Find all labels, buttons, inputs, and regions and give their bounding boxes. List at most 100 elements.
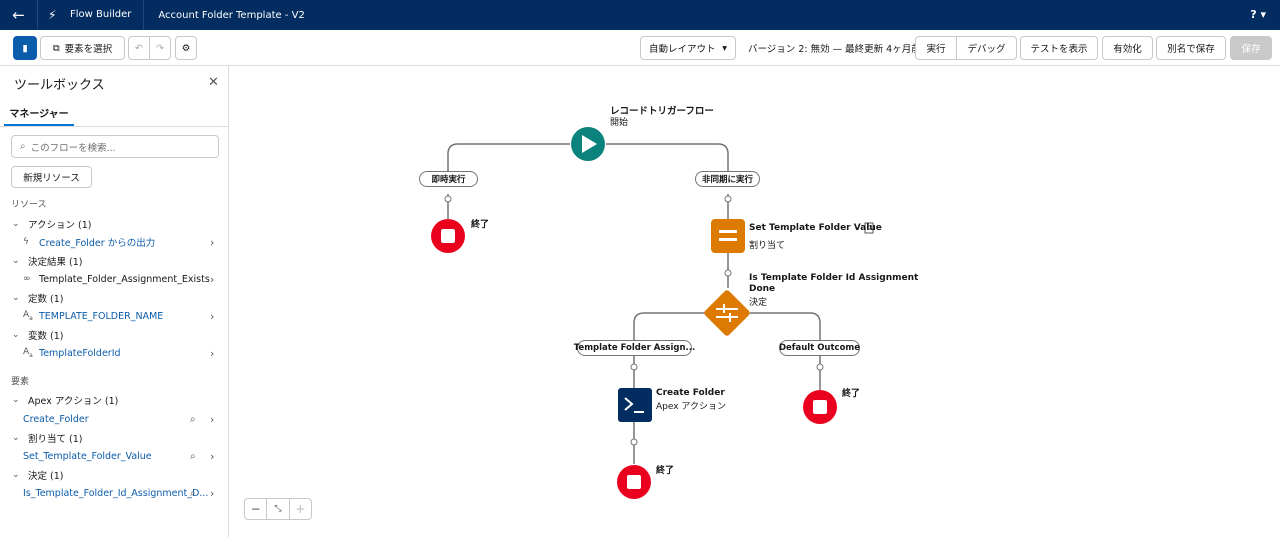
toolbar: ▮ ⧉ 要素を選択 ↶ ↷ ⚙ 自動レイアウト ▾ バージョン 2: 無効 — … (0, 30, 1280, 66)
resource-item[interactable]: ϟ Create_Folder からの出力 › (0, 233, 228, 251)
assignment-node[interactable] (711, 219, 745, 253)
fit-to-view-icon[interactable]: ⤡ (267, 499, 290, 519)
element-item[interactable]: Create_Folder ⌕ › (0, 410, 228, 428)
decision-title-line1: Is Template Folder Id Assignment (749, 273, 919, 283)
stop-icon (813, 400, 827, 414)
connector-dot (724, 269, 732, 277)
resource-item-label[interactable]: Create_Folder からの出力 (39, 238, 156, 249)
connector-dot (630, 363, 638, 371)
apex-action-node[interactable] (618, 388, 652, 422)
chevron-right-icon[interactable]: › (210, 272, 215, 286)
outcome-label-default[interactable]: Default Outcome (779, 340, 860, 356)
toggle-toolbox-button[interactable]: ▮ (13, 36, 37, 60)
chevron-right-icon[interactable]: › (210, 235, 215, 249)
flow-builder-logo-icon: ⚡ (48, 8, 57, 22)
settings-button[interactable]: ⚙ (175, 36, 197, 60)
resource-item[interactable]: ∞ Template_Folder_Assignment_Exists › (0, 270, 228, 288)
description-icon[interactable] (864, 222, 874, 234)
decision-subtitle: 決定 (749, 298, 768, 308)
element-item[interactable]: Set_Template_Folder_Value ⌕ › (0, 447, 228, 465)
resource-group-constants[interactable]: ⌄ 定数 (1) (0, 289, 228, 307)
resource-item-label[interactable]: TemplateFolderId (39, 347, 121, 359)
element-group-assignment[interactable]: ⌄ 割り当て (1) (0, 429, 228, 447)
undo-button[interactable]: ↶ (128, 36, 150, 60)
terminal-icon (624, 397, 634, 411)
back-arrow-icon[interactable]: ← (0, 0, 38, 30)
resource-item-label[interactable]: Template_Folder_Assignment_Exists (39, 273, 210, 285)
redo-icon: ↷ (156, 42, 164, 54)
toolbox-panel: ツールボックス ✕ マネージャー ⌕ このフローを検索... 新規リソース リソ… (0, 66, 229, 537)
debug-button[interactable]: デバッグ (956, 36, 1017, 60)
activate-button[interactable]: 有効化 (1102, 36, 1153, 60)
select-icon: ⧉ (52, 42, 60, 54)
start-node[interactable] (571, 127, 605, 161)
element-item-label[interactable]: Set_Template_Folder_Value (23, 450, 152, 462)
help-menu-button[interactable]: ? ▾ (1250, 8, 1266, 21)
text-icon: Aa (23, 310, 33, 322)
outcome-label-template[interactable]: Template Folder Assign... (574, 340, 695, 356)
search-icon[interactable]: ⌕ (190, 413, 196, 425)
tab-manager[interactable]: マネージャー (4, 100, 74, 126)
decision-title-line2: Done (749, 284, 776, 294)
search-input[interactable]: ⌕ このフローを検索... (11, 135, 219, 158)
zoom-controls: − ⤡ + (244, 498, 312, 520)
save-as-button[interactable]: 別名で保存 (1156, 36, 1226, 60)
stop-icon (627, 475, 641, 489)
gear-icon: ⚙ (181, 42, 191, 54)
element-item[interactable]: Is_Template_Folder_Id_Assignment_D... ⌕ … (0, 484, 228, 502)
end-node-immediate[interactable] (431, 219, 465, 253)
version-status: バージョン 2: 無効 — 最終更新 4ヶ月前 (748, 44, 921, 55)
resource-group-actions[interactable]: ⌄ アクション (1) (0, 215, 228, 233)
zoom-out-button[interactable]: − (245, 499, 268, 519)
resource-item[interactable]: Aa TEMPLATE_FOLDER_NAME › (0, 307, 228, 325)
connector-dot (444, 195, 452, 203)
new-resource-button[interactable]: 新規リソース (11, 166, 92, 188)
element-group-label: 決定 (1) (28, 471, 64, 482)
chevron-right-icon[interactable]: › (210, 309, 215, 323)
end-node-default[interactable] (803, 390, 837, 424)
resource-item-label[interactable]: TEMPLATE_FOLDER_NAME (39, 310, 164, 322)
flow-name: Account Folder Template - V2 (158, 9, 305, 21)
save-button[interactable]: 保存 (1230, 36, 1272, 60)
run-button[interactable]: 実行 (915, 36, 957, 60)
elements-heading: 要素 (11, 377, 30, 387)
redo-button[interactable]: ↷ (149, 36, 171, 60)
chevron-right-icon[interactable]: › (210, 346, 215, 360)
zoom-in-button[interactable]: + (295, 502, 306, 516)
flow-canvas[interactable]: レコードトリガーフロー 開始 即時実行 非同期に実行 終了 Set Templa… (230, 66, 1280, 537)
element-item-label[interactable]: Is_Template_Folder_Id_Assignment_D... (23, 487, 209, 499)
element-item-label[interactable]: Create_Folder (23, 413, 89, 425)
end-node-action[interactable] (617, 465, 651, 499)
element-group-decision[interactable]: ⌄ 決定 (1) (0, 466, 228, 484)
chevron-right-icon[interactable]: › (210, 449, 215, 463)
chevron-right-icon[interactable]: › (210, 486, 215, 500)
resource-group-label: 定数 (1) (28, 294, 64, 305)
search-icon: ⌕ (20, 141, 26, 152)
search-icon[interactable]: ⌕ (190, 487, 196, 499)
select-elements-button[interactable]: ⧉ 要素を選択 (40, 36, 125, 60)
resource-item[interactable]: Aa TemplateFolderId › (0, 344, 228, 362)
close-icon[interactable]: ✕ (208, 75, 219, 90)
chevron-right-icon[interactable]: › (210, 412, 215, 426)
toolbox-title: ツールボックス (14, 78, 105, 93)
resource-group-variables[interactable]: ⌄ 変数 (1) (0, 326, 228, 344)
play-icon (582, 135, 597, 153)
path-label-async[interactable]: 非同期に実行 (695, 171, 760, 187)
outcome-icon: ∞ (23, 274, 31, 284)
action-subtitle: Apex アクション (656, 402, 726, 412)
path-label-immediate[interactable]: 即時実行 (419, 171, 478, 187)
decision-node[interactable] (703, 289, 751, 337)
equals-icon (719, 230, 737, 233)
layout-select[interactable]: 自動レイアウト ▾ (640, 36, 736, 60)
text-icon: Aa (23, 347, 33, 359)
end-label: 終了 (471, 220, 490, 230)
resource-group-outcomes[interactable]: ⌄ 決定結果 (1) (0, 252, 228, 270)
layout-select-value: 自動レイアウト (649, 44, 716, 55)
element-group-apex[interactable]: ⌄ Apex アクション (1) (0, 391, 228, 409)
search-placeholder: このフローを検索... (30, 142, 116, 154)
select-elements-label: 要素を選択 (64, 44, 113, 55)
end-label: 終了 (656, 466, 675, 476)
view-tests-button[interactable]: テストを表示 (1020, 36, 1098, 60)
action-title: Create Folder (656, 388, 725, 398)
search-icon[interactable]: ⌕ (190, 450, 196, 462)
